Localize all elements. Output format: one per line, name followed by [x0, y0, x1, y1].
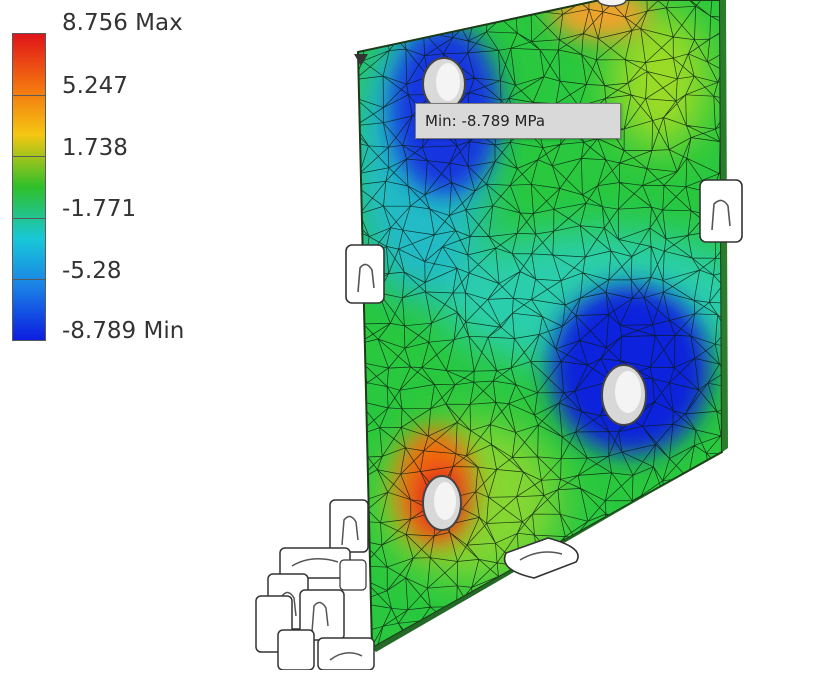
- legend-tick-label: 1.738: [62, 135, 128, 161]
- legend-tick: [13, 278, 45, 280]
- bolt-hole-top: [422, 57, 466, 111]
- constraint-left-icon[interactable]: [345, 244, 385, 304]
- stress-legend: 8.756 Max 5.247 1.738 -1.771 -5.28 -8.78…: [0, 0, 260, 360]
- constraint-cluster-icon[interactable]: [255, 499, 375, 671]
- legend-tick-label: 5.247: [62, 73, 128, 99]
- bolt-hole-right: [601, 364, 647, 426]
- legend-min-label: -8.789 Min: [62, 318, 185, 344]
- legend-max-label: 8.756 Max: [62, 10, 183, 36]
- min-probe-label[interactable]: Min: -8.789 MPa: [415, 103, 621, 139]
- legend-color-bar: [12, 33, 46, 341]
- legend-tick: [13, 95, 45, 97]
- bolt-hole-bottom: [422, 475, 462, 531]
- constraint-right-icon[interactable]: [699, 179, 743, 243]
- legend-tick: [13, 156, 45, 158]
- min-probe-marker-icon[interactable]: [354, 54, 368, 66]
- legend-tick-label: -5.28: [62, 258, 122, 284]
- bolt-hole-top-right: [597, 0, 627, 7]
- constraint-bottom-icon[interactable]: [503, 537, 579, 579]
- legend-tick-label: -1.771: [62, 196, 137, 222]
- legend-tick: [13, 217, 45, 219]
